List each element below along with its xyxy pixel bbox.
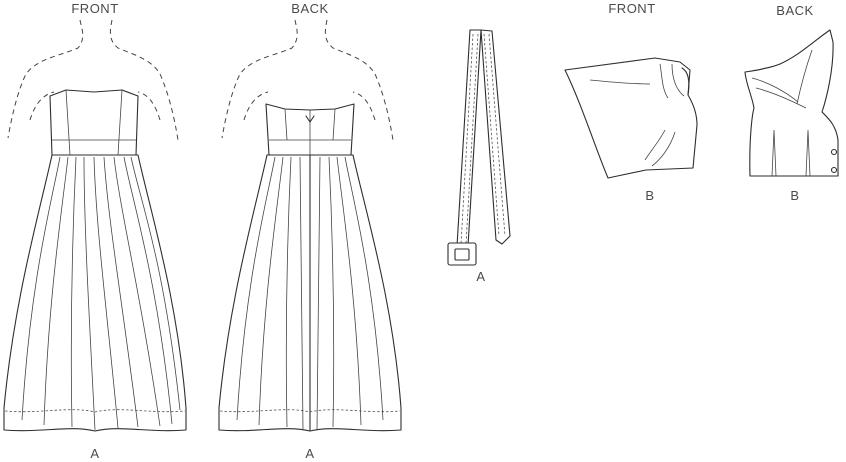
dress-front-bodice <box>49 89 139 156</box>
top-back-button-icon-lower <box>830 166 838 174</box>
dress-front-view-label: FRONT <box>71 1 118 16</box>
top-front-drape-folds <box>589 63 685 167</box>
zipper-pull-icon <box>305 115 315 123</box>
dress-front-style-code: A <box>90 446 99 461</box>
belt-strap-back <box>480 29 511 245</box>
belt-strap-back-stitch <box>483 33 506 237</box>
dress-a-front <box>3 19 187 432</box>
dress-back-bodice-seams <box>269 108 351 155</box>
dress-back-skirt-pleats <box>236 156 384 431</box>
dress-back-croquis-outline <box>221 19 394 141</box>
dress-a-back <box>218 19 402 432</box>
top-back-darts <box>771 129 811 177</box>
top-back-button-icon-upper <box>830 148 838 156</box>
dress-back-style-code: A <box>305 446 314 461</box>
top-front-armhole <box>681 67 690 96</box>
dress-front-bodice-seams <box>52 89 136 156</box>
top-b-back <box>744 29 839 177</box>
top-b-front <box>564 57 698 179</box>
top-back-style-code: B <box>790 188 799 203</box>
belt-strap-front-stitch <box>460 33 479 245</box>
belt-style-code: A <box>476 269 485 284</box>
top-back-drape-folds <box>751 49 813 109</box>
top-front-style-code: B <box>645 188 654 203</box>
belt-a <box>447 29 511 266</box>
dress-front-hem-stitch <box>4 409 186 413</box>
top-back-body <box>744 29 839 177</box>
top-back-view-label: BACK <box>776 3 813 18</box>
belt-buckle-inner <box>454 248 470 261</box>
dress-front-skirt <box>3 154 187 432</box>
dress-front-skirt-pleats <box>21 156 181 431</box>
top-front-body <box>564 57 698 179</box>
belt-strap-front <box>456 29 482 247</box>
dress-back-view-label: BACK <box>291 1 328 16</box>
top-front-view-label: FRONT <box>608 1 655 16</box>
